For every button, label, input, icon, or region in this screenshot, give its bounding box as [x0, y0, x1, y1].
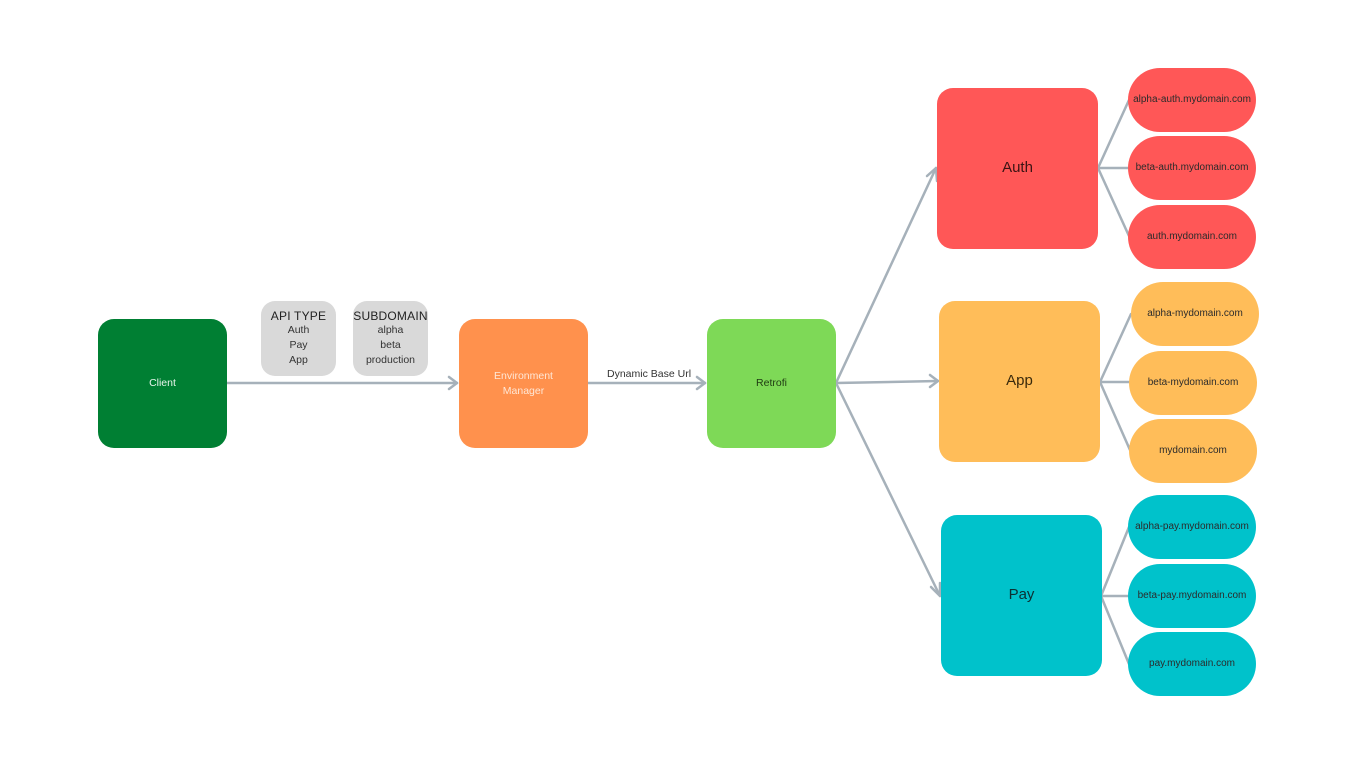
- subdomain-item: beta: [380, 339, 401, 351]
- environment-manager-label: Environment Manager: [494, 370, 553, 397]
- auth-domain-beta: beta-auth.mydomain.com: [1128, 136, 1256, 200]
- app-domain-alpha: alpha-mydomain.com: [1131, 282, 1259, 346]
- arrowhead-auth: [925, 166, 939, 183]
- edge-app-to-domain-3: [1098, 380, 1132, 452]
- auth-domain-production: auth.mydomain.com: [1128, 205, 1256, 269]
- subdomain-item: production: [365, 354, 416, 366]
- edge-retrofi-to-app: [834, 379, 940, 385]
- arrowhead-retrofi: [695, 375, 707, 391]
- edge-pay-to-domain-1: [1099, 525, 1131, 598]
- api-type-tag: API TYPE Auth Pay App: [261, 301, 336, 376]
- app-domain-production: mydomain.com: [1129, 419, 1257, 483]
- pay-domain-alpha: alpha-pay.mydomain.com: [1128, 495, 1256, 559]
- auth-node: Auth: [937, 88, 1098, 249]
- subdomain-item: alpha: [377, 324, 404, 336]
- api-type-item: Auth: [287, 324, 310, 336]
- pay-node: Pay: [941, 515, 1102, 676]
- app-node: App: [939, 301, 1100, 462]
- edge-app-to-domain-1: [1098, 312, 1133, 384]
- dynamic-base-url-label: Dynamic Base Url: [607, 368, 692, 380]
- edge-retrofi-to-pay: [834, 381, 942, 598]
- api-type-item: App: [289, 354, 308, 366]
- edge-retrofi-to-auth: [834, 166, 938, 385]
- subdomain-tag: SUBDOMAIN alpha beta production: [353, 301, 428, 376]
- retrofi-label: Retrofi: [756, 377, 787, 390]
- app-domain-beta: beta-mydomain.com: [1129, 351, 1257, 415]
- edge-auth-to-domain-1: [1096, 98, 1131, 170]
- api-type-item: Pay: [289, 339, 308, 351]
- auth-label: Auth: [1002, 159, 1033, 177]
- client-label: Client: [149, 377, 176, 390]
- app-label: App: [1006, 372, 1033, 390]
- api-type-title: API TYPE: [270, 309, 327, 323]
- edge-auth-to-domain-3: [1096, 166, 1131, 238]
- pay-domain-production: pay.mydomain.com: [1128, 632, 1256, 696]
- pay-domain-beta: beta-pay.mydomain.com: [1128, 564, 1256, 628]
- arrowhead-pay: [929, 581, 942, 598]
- pay-label: Pay: [1008, 586, 1035, 604]
- environment-manager-node: Environment Manager: [459, 319, 588, 448]
- arrowhead-environment-manager: [447, 375, 459, 391]
- client-node: Client: [98, 319, 227, 448]
- subdomain-title: SUBDOMAIN: [353, 309, 428, 323]
- arrowhead-app: [928, 373, 940, 389]
- retrofi-node: Retrofi: [707, 319, 836, 448]
- auth-domain-alpha: alpha-auth.mydomain.com: [1128, 68, 1256, 132]
- edge-pay-to-domain-3: [1099, 594, 1131, 666]
